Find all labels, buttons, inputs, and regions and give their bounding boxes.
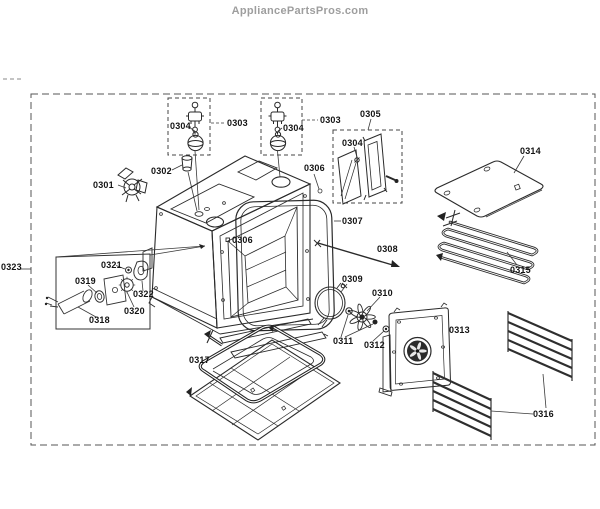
- part-label-0316: 0316: [533, 409, 554, 419]
- part-label-0313: 0313: [449, 325, 470, 335]
- part-label-0301: 0301: [93, 180, 114, 190]
- smoke-eliminator-0305: [337, 133, 399, 205]
- part-label-0309: 0309: [342, 274, 363, 284]
- part-label-0304-a: 0304: [170, 121, 191, 131]
- bake-element-0315: [436, 209, 539, 285]
- part-label-0308: 0308: [377, 244, 398, 254]
- top-panel-0314: [434, 160, 544, 218]
- callout-boxes: [167, 97, 403, 204]
- side-racks-0316: [432, 311, 573, 440]
- part-label-0302: 0302: [151, 166, 172, 176]
- convection-ring-0309: [314, 282, 348, 328]
- lamp-plate: [103, 274, 127, 306]
- motor-0301: [117, 167, 148, 203]
- nut-0311: [345, 307, 353, 315]
- part-label-0314: 0314: [520, 146, 541, 156]
- site-watermark: AppliancePartsPros.com: [231, 5, 369, 17]
- part-label-0321: 0321: [101, 260, 122, 270]
- bottom-pan-0317: [186, 324, 341, 441]
- callout-wedge: [55, 244, 206, 258]
- part-label-0319: 0319: [75, 276, 96, 286]
- fan-blade-0310: [349, 303, 378, 331]
- leader-lines: [20, 118, 547, 415]
- spacer-0302: [181, 155, 193, 172]
- nut-0321: [125, 266, 132, 274]
- diagram-border: [3, 78, 596, 446]
- door-gasket-0307: [235, 199, 335, 332]
- part-label-0317: 0317: [189, 355, 210, 365]
- part-label-0303-b: 0303: [320, 115, 341, 125]
- gasket-ring-0319: [94, 290, 105, 303]
- drop-lines: [187, 150, 281, 212]
- part-label-0307: 0307: [342, 216, 363, 226]
- part-label-0306-b: 0306: [232, 235, 253, 245]
- lamp-assembly-0318: [44, 289, 93, 315]
- part-label-0303-a: 0303: [227, 118, 248, 128]
- part-label-0320: 0320: [124, 306, 145, 316]
- back-panel-0313: [378, 302, 451, 397]
- lamp-inset-box: [44, 253, 151, 330]
- part-label-0306-a: 0306: [304, 163, 325, 173]
- part-label-0318: 0318: [89, 315, 110, 325]
- oven-body: [142, 155, 314, 335]
- part-label-0304-b: 0304: [283, 123, 304, 133]
- part-label-0323: 0323: [1, 262, 22, 272]
- part-label-0310: 0310: [372, 288, 393, 298]
- rod-0308: [313, 239, 400, 267]
- part-label-0305: 0305: [360, 109, 381, 119]
- part-label-0315: 0315: [510, 265, 531, 275]
- part-label-0312: 0312: [364, 340, 385, 350]
- part-label-0311: 0311: [333, 336, 354, 346]
- part-label-0322: 0322: [133, 289, 154, 299]
- lamp-lens-0320: [118, 276, 136, 294]
- bracket-0322: [133, 260, 149, 281]
- part-label-0304-c: 0304: [342, 138, 363, 148]
